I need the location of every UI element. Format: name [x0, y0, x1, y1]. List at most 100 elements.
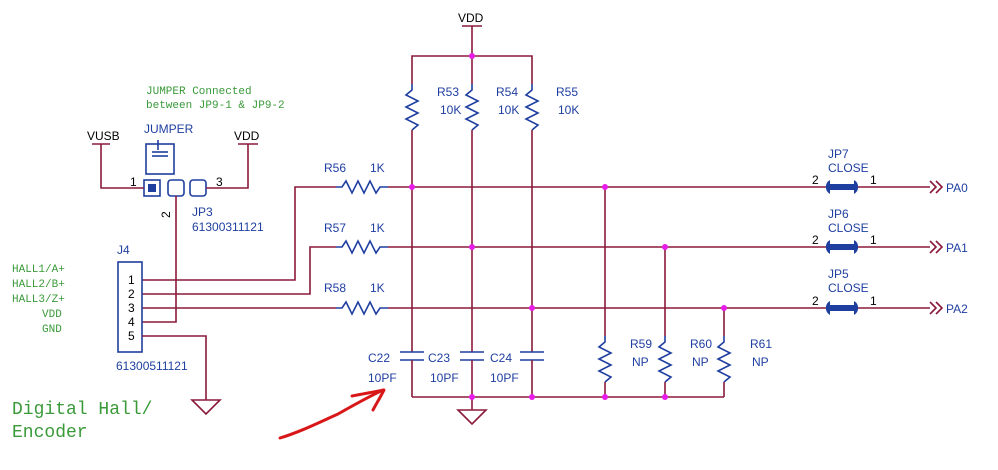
- j4-ref: J4: [117, 243, 130, 257]
- vdd-jumper-label: VDD: [234, 129, 260, 143]
- j4-pin5: 5: [128, 329, 135, 343]
- j4-connector: J4 1 2 3 4 5 61300511121: [116, 243, 188, 373]
- section-title-line2: Encoder: [12, 423, 88, 443]
- jp3-pin2-pad: [167, 179, 185, 197]
- hall-signal-labels: HALL1/A+ HALL2/B+ HALL3/Z+ VDD GND: [12, 264, 65, 336]
- resistor-r52-symbol: [404, 84, 420, 131]
- jumper-cap: [145, 143, 175, 175]
- pa1-port-arrow: [929, 240, 938, 254]
- pa1-net-label: PA1: [946, 241, 968, 255]
- r57-value: 1K: [370, 221, 385, 235]
- r58-ref: R58: [324, 281, 346, 295]
- jp7-ref: JP7: [828, 147, 849, 161]
- r54-value: 10K: [498, 103, 519, 117]
- hall1-wire: [142, 186, 336, 281]
- r55-value: 10K: [558, 103, 579, 117]
- jp6-pin1: 1: [870, 233, 877, 247]
- vdd-jumper-symbol: VDD: [234, 129, 260, 145]
- junctions: [409, 53, 727, 400]
- vusb-label: VUSB: [87, 129, 120, 143]
- jumper-note-line1: JUMPER Connected: [146, 86, 252, 98]
- resistor-r61-symbol: [716, 336, 732, 383]
- gnd-signal-label: GND: [42, 324, 62, 336]
- jp7-pin2: 2: [812, 173, 819, 187]
- jp5-pin1: 1: [870, 294, 877, 308]
- j4-pin1: 1: [128, 273, 135, 287]
- j4-pin2: 2: [128, 287, 135, 301]
- j4-body: [117, 261, 143, 353]
- jp3-pin2-label: 2: [159, 211, 173, 218]
- j4-pin4: 4: [128, 315, 135, 329]
- jp3-title: JUMPER: [144, 122, 194, 136]
- vdd-signal-label: VDD: [42, 309, 62, 321]
- gnd-wire: [142, 335, 207, 400]
- r59-value: NP: [632, 355, 649, 369]
- series-resistors: R56 1K R57 1K R58 1K: [324, 161, 388, 316]
- pa2-port-arrow: [929, 301, 938, 315]
- r57-ref: R57: [324, 221, 346, 235]
- pa2-net-label: PA2: [946, 302, 968, 316]
- jp7-left-pad: [825, 180, 830, 194]
- pa0-port-arrow: [929, 180, 938, 194]
- section-title-line1: Digital Hall/: [12, 400, 152, 420]
- hall2-wire: [142, 246, 336, 295]
- resistor-r59-symbol: [597, 336, 613, 383]
- c23-value: 10PF: [430, 371, 459, 385]
- jp5-right-pad: [854, 301, 859, 315]
- pulldown-resistors: R59 NP R60 NP R61 NP: [597, 336, 772, 383]
- r56-value: 1K: [370, 161, 385, 175]
- ground-symbol-j4: [190, 399, 222, 416]
- resistor-r53-symbol: [464, 84, 480, 131]
- jp5-pin2: 2: [812, 294, 819, 308]
- c24-ref: C24: [490, 351, 512, 365]
- resistor-r60-symbol: [657, 336, 673, 383]
- c23-ref: C23: [428, 351, 450, 365]
- jp3-pin2-wire: [142, 196, 177, 323]
- jp6-bridge: [830, 244, 854, 250]
- jp3-pin3-pad: [189, 179, 207, 197]
- r60-value: NP: [692, 355, 709, 369]
- jp6-left-pad: [825, 240, 830, 254]
- pullup-resistors: R53 10K R54 10K R55 10K: [404, 84, 579, 131]
- resistor-r56-symbol: [336, 179, 388, 195]
- hall2-label: HALL2/B+: [12, 279, 65, 291]
- jp3-part-number: 61300311121: [192, 220, 264, 234]
- pa0-net-label: PA0: [946, 181, 968, 195]
- resistor-r54-symbol: [524, 84, 540, 131]
- net-ports: PA0 PA1 PA2: [929, 180, 968, 316]
- jp7-state: CLOSE: [828, 161, 869, 175]
- jp6-pin2: 2: [812, 233, 819, 247]
- jumper-note-line2: between JP9-1 & JP9-2: [146, 100, 285, 112]
- jp6-ref: JP6: [828, 207, 849, 221]
- r59-ref: R59: [630, 337, 652, 351]
- jp5-state: CLOSE: [828, 281, 869, 295]
- red-annotation-arrow: [278, 388, 386, 440]
- r58-value: 1K: [370, 281, 385, 295]
- hall3-label: HALL3/Z+: [12, 294, 65, 306]
- jp3-pin1-label: 1: [130, 175, 137, 189]
- jp3-pin3-label: 3: [216, 175, 223, 189]
- r56-ref: R56: [324, 161, 346, 175]
- r53-ref: R53: [437, 85, 459, 99]
- c24-value: 10PF: [490, 371, 519, 385]
- vdd-top-label: VDD: [458, 11, 484, 25]
- jp6-state: CLOSE: [828, 221, 869, 235]
- jp5-ref: JP5: [828, 267, 849, 281]
- r53-value: 10K: [440, 103, 461, 117]
- ground-symbol-caps: [456, 409, 488, 426]
- vdd-top-symbol: VDD: [458, 11, 484, 56]
- j4-part-number: 61300511121: [116, 359, 188, 373]
- resistor-r57-symbol: [336, 239, 388, 255]
- jp7-pin1: 1: [870, 173, 877, 187]
- solder-jumpers: JP7 CLOSE 2 1 JP6 CLOSE 2 1 JP5 CLOSE 2 …: [812, 147, 877, 315]
- jp5-left-pad: [825, 301, 830, 315]
- c22-ref: C22: [368, 351, 390, 365]
- jp7-bridge: [830, 184, 854, 190]
- jp7-right-pad: [854, 180, 859, 194]
- r61-ref: R61: [750, 337, 772, 351]
- r55-ref: R55: [556, 85, 578, 99]
- resistor-r58-symbol: [336, 300, 388, 316]
- r60-ref: R60: [690, 337, 712, 351]
- r61-value: NP: [752, 355, 769, 369]
